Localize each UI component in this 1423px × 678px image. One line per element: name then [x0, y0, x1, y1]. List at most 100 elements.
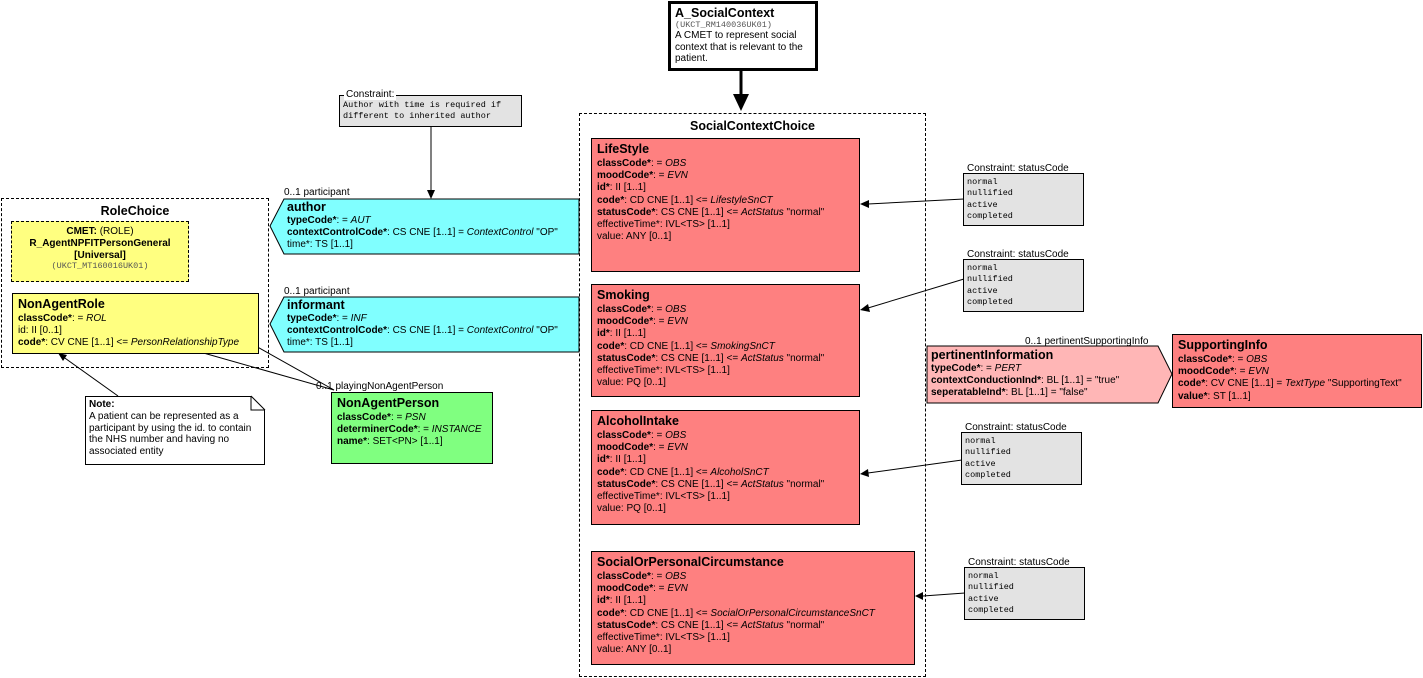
note-text: A patient can be represented as a partic…: [89, 410, 252, 458]
constraint-header: Constraint: statusCode: [966, 557, 1072, 568]
status-value: active: [968, 593, 999, 604]
non-agent-role-class-code: classCode*: = ROL: [18, 313, 107, 324]
non-agent-role-code: code*: CV CNE [1..1] <= PersonRelationsh…: [18, 337, 240, 349]
status-value: completed: [967, 297, 1013, 308]
attribute-effectiveTime: effectiveTime*: IVL<TS> [1..1]: [597, 491, 730, 503]
attribute-effectiveTime: effectiveTime*: IVL<TS> [1..1]: [597, 219, 730, 231]
cmet-variant: [Universal]: [74, 249, 126, 261]
constraint-header: Constraint: statusCode: [965, 249, 1071, 260]
author-constraint-header: Constraint:: [344, 89, 397, 100]
pertinent-type-code: typeCode*: = PERT: [931, 363, 1022, 374]
status-value: completed: [967, 211, 1013, 222]
informant-type-code: typeCode*: = INF: [287, 313, 367, 324]
cmet-label: CMET:: [66, 226, 97, 237]
role-choice-title: RoleChoice: [100, 204, 170, 218]
informant-participation: informant typeCode*: = INF contextContro…: [287, 298, 579, 350]
pertinent-context-conduction-ind: contextConductionInd*: BL [1..1] = "true…: [931, 375, 1120, 387]
non-agent-person-class-code: classCode*: = PSN: [337, 412, 426, 423]
attribute-value: value: ANY [0..1]: [597, 231, 672, 243]
supporting-code: code*: CV CNE [1..1] = TextType "Support…: [1178, 378, 1402, 390]
observation-title: LifeStyle: [597, 142, 650, 156]
entry-title: A_SocialContext: [675, 6, 775, 20]
cmet-id: (UKCT_MT160016UK01): [51, 261, 149, 272]
attribute-statusCode: statusCode*: CS CNE [1..1] <= ActStatus …: [597, 206, 825, 218]
author-multiplicity: 0..1 participant: [284, 187, 350, 198]
informant-context-control-code: contextControlCode*: CS CNE [1..1] = Con…: [287, 325, 558, 337]
status-value: active: [967, 285, 998, 296]
attribute-statusCode: statusCode*: CS CNE [1..1] <= ActStatus …: [597, 478, 825, 490]
entry-description: A CMET to represent social context that …: [675, 30, 803, 64]
role-choice: RoleChoice: [1, 198, 269, 368]
supporting-mood-code: moodCode*: = EVN: [1178, 366, 1269, 378]
pertinent-seperatable-ind: seperatableInd*: BL [1..1] = "false": [931, 387, 1088, 399]
non-agent-person-name: name*: SET<PN> [1..1]: [337, 436, 443, 448]
attribute-statusCode: statusCode*: CS CNE [1..1] <= ActStatus …: [597, 352, 825, 364]
attribute-id: id*: II [1..1]: [597, 328, 646, 340]
author-constraint: Constraint: Author with time is required…: [339, 89, 522, 127]
attribute-classCode: classCode*: = OBS: [597, 571, 687, 582]
attribute-classCode: classCode*: = OBS: [597, 158, 687, 169]
supporting-info-title: SupportingInfo: [1178, 338, 1268, 352]
attribute-classCode: classCode*: = OBS: [597, 304, 687, 315]
entry-id: (UKCT_RM140036UK01): [675, 20, 772, 30]
pertinent-information-title: pertinentInformation: [931, 348, 1054, 362]
status-value: nullified: [967, 188, 1013, 199]
cmet-name: R_AgentNPFITPersonGeneral: [29, 237, 171, 249]
attribute-id: id*: II [1..1]: [597, 454, 646, 466]
attribute-effectiveTime: effectiveTime*: IVL<TS> [1..1]: [597, 365, 730, 377]
non-agent-person-determiner-code: determinerCode*: = INSTANCE: [337, 424, 482, 436]
status-value: nullified: [965, 447, 1011, 458]
author-title: author: [287, 200, 326, 214]
status-value: normal: [967, 177, 998, 187]
author-context-control-code: contextControlCode*: CS CNE [1..1] = Con…: [287, 227, 558, 239]
status-value: nullified: [968, 582, 1014, 593]
observation-social-or-personal-circumstance: SocialOrPersonalCircumstance classCode*: …: [591, 551, 915, 665]
non-agent-role-title: NonAgentRole: [18, 297, 105, 311]
attribute-code: code*: CD CNE [1..1] <= SmokingSnCT: [597, 340, 775, 352]
status-value: normal: [965, 436, 996, 446]
supporting-class-code: classCode*: = OBS: [1178, 354, 1268, 365]
attribute-moodCode: moodCode*: = EVN: [597, 583, 688, 595]
constraint-header: Constraint: statusCode: [965, 163, 1071, 174]
attribute-moodCode: moodCode*: = EVN: [597, 442, 688, 454]
attribute-classCode: classCode*: = OBS: [597, 430, 687, 441]
informant-multiplicity: 0..1 participant: [284, 286, 350, 297]
supporting-info: SupportingInfo classCode*: = OBS moodCod…: [1172, 334, 1422, 408]
entry-point-box: A_SocialContext (UKCT_RM140036UK01) A CM…: [668, 1, 818, 71]
attribute-moodCode: moodCode*: = EVN: [597, 170, 688, 182]
author-constraint-text: Author with time is required if differen…: [343, 100, 502, 122]
attribute-moodCode: moodCode*: = EVN: [597, 316, 688, 328]
status-value: normal: [968, 571, 999, 581]
author-participation: author typeCode*: = AUT contextControlCo…: [287, 200, 579, 252]
attribute-code: code*: CD CNE [1..1] <= LifestyleSnCT: [597, 194, 773, 206]
non-agent-person-title: NonAgentPerson: [337, 396, 440, 410]
cmet-kind: (ROLE): [96, 226, 134, 237]
attribute-id: id*: II [1..1]: [597, 595, 646, 607]
attribute-value: value: PQ [0..1]: [597, 503, 666, 515]
attribute-value: value: ANY [0..1]: [597, 644, 672, 656]
observation-title: SocialOrPersonalCircumstance: [597, 555, 784, 569]
informant-time: time*: TS [1..1]: [287, 337, 353, 349]
choice-title: SocialContextChoice: [689, 119, 816, 133]
non-agent-person-multiplicity: 0..1 playingNonAgentPerson: [316, 381, 444, 392]
non-agent-role: NonAgentRole classCode*: = ROL id: II [0…: [12, 293, 259, 354]
author-type-code: typeCode*: = AUT: [287, 215, 371, 226]
note-label: Note:: [89, 399, 115, 410]
pertinent-information: pertinentInformation typeCode*: = PERT c…: [931, 348, 1161, 400]
status-value: normal: [967, 263, 998, 273]
status-value: completed: [965, 470, 1011, 481]
social-context-choice: SocialContextChoice: [579, 113, 926, 677]
attribute-code: code*: CD CNE [1..1] <= AlcoholSnCT: [597, 466, 769, 478]
supporting-value: value*: ST [1..1]: [1178, 390, 1251, 402]
